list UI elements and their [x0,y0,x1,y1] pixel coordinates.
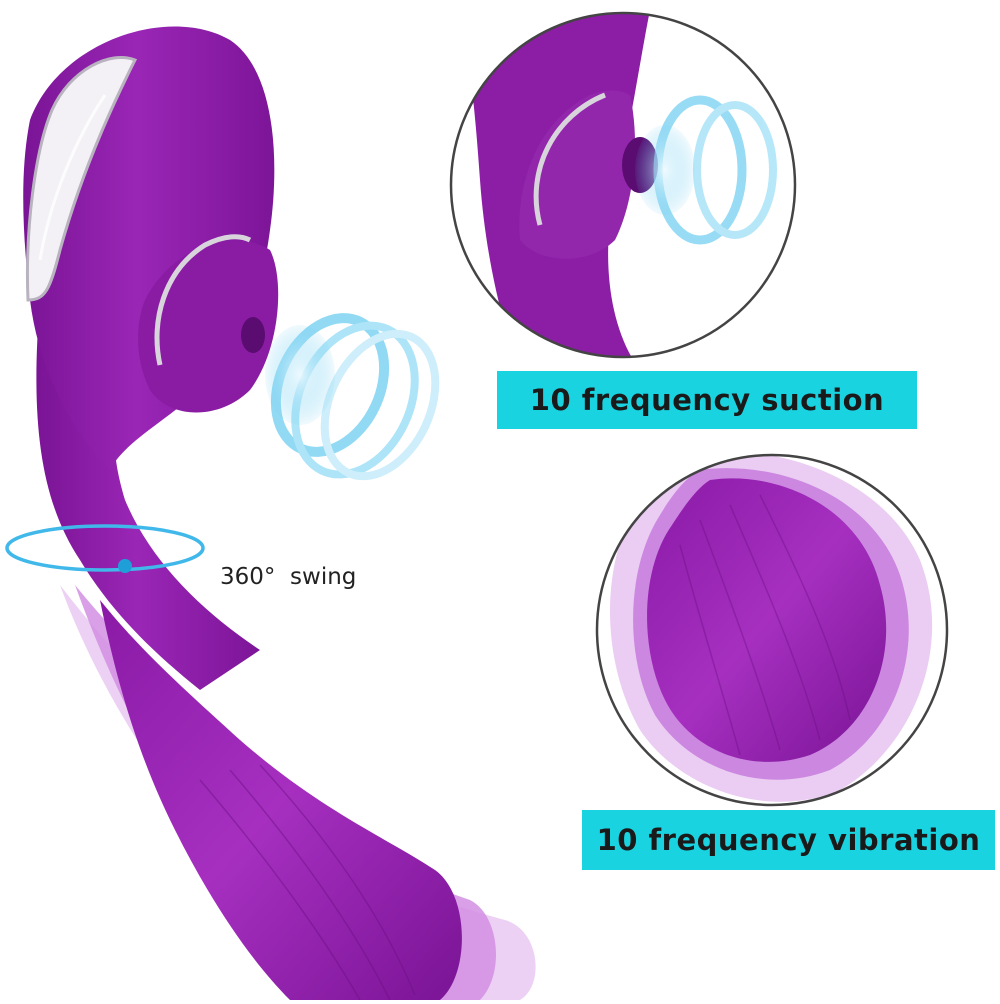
vibration-bulb [100,600,462,1000]
vibration-feature-label: 10 frequency vibration [582,810,995,870]
swing-feature-text: 360° swing [220,564,357,590]
suction-wave-icon [265,313,440,481]
suction-detail-circle [449,11,797,359]
chrome-ring [154,234,252,366]
control-panel [25,55,138,302]
vibration-detail-circle [595,453,949,807]
suction-cup-housing [138,240,279,413]
rotation-ring-icon [5,524,205,573]
suction-feature-text: 10 frequency suction [529,383,885,417]
suction-feature-label: 10 frequency suction [497,371,917,429]
main-product [5,26,536,1001]
vibration-feature-text: 10 frequency vibration [596,823,981,857]
